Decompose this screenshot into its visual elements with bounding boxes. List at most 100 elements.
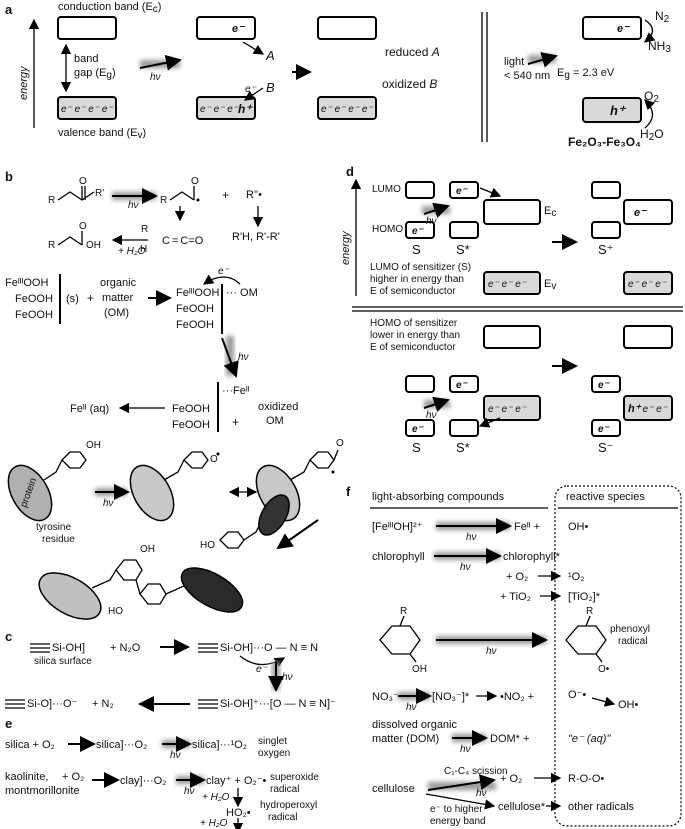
- hv-label-c: hν: [282, 672, 293, 683]
- hv-label-f2: hν: [460, 562, 471, 573]
- o2-label: O2: [644, 89, 659, 105]
- dom-label-2: matter (DOM): [372, 733, 439, 745]
- band-gap-label-2: gap (Eg): [74, 67, 116, 81]
- semiconductor-cb-d3: [483, 325, 541, 349]
- ketene-R: R: [141, 224, 148, 235]
- hydroxyl-radical-1: OH•: [568, 521, 589, 533]
- oxide-radical: O⁻•: [568, 689, 586, 701]
- electron-from-B-arrow: [243, 87, 264, 101]
- water-oxidation-arrow: [644, 99, 656, 129]
- oxidized-om-1: oxidized: [258, 401, 298, 413]
- coupling-arrow: [276, 519, 319, 550]
- panel-label-e: e: [5, 716, 12, 731]
- clay-o2-complex: clay]···O₂: [120, 775, 166, 787]
- hv-label-f1: hν: [466, 532, 477, 543]
- Splus-lumo: [591, 181, 621, 199]
- fe-oxide-hole: h⁺: [610, 103, 627, 118]
- oxide-protonation-arrow: [591, 696, 616, 707]
- vb-electrons-d2: e⁻ e⁻ e⁻: [628, 279, 667, 290]
- valence-band-box-2: [196, 96, 256, 120]
- phenol-OH-bond: [409, 653, 417, 663]
- d-text2-line1: HOMO of sensitizer: [370, 318, 458, 329]
- phenoxyl-label-1: phenoxyl: [610, 624, 650, 635]
- fe-oxide-electron: e⁻: [617, 23, 630, 35]
- singlet-label-2: oxygen: [258, 748, 290, 759]
- n2-label: N2: [655, 9, 670, 25]
- Sminus-lumo: [591, 375, 621, 393]
- vb-electrons-d1: e⁻ e⁻ e⁻: [488, 279, 527, 290]
- light-label-2: < 540 nm: [504, 70, 550, 82]
- acid-OH: OH: [86, 240, 101, 251]
- d-text1-line1: LUMO of sensitizer (S): [370, 262, 471, 273]
- silica-surface-lines-2: [198, 643, 218, 653]
- Sminus-homo: [591, 419, 621, 437]
- S-label: S: [412, 242, 421, 257]
- electron-to-A-arrow: [242, 41, 265, 55]
- d-text2-line2: lower in energy than: [370, 330, 460, 341]
- tyrosyl-ring-2: [309, 451, 335, 469]
- protein-ellipse: [7, 464, 53, 522]
- no2-radical: •NO₂ +: [500, 691, 534, 703]
- hv-label-b1: hν: [128, 200, 139, 211]
- dimer-linker-1: [91, 569, 117, 589]
- semiconductor-cb-d1: [483, 199, 541, 225]
- reduced-A-label: reduced A: [385, 45, 440, 59]
- reduced-feooh-1: FeOOH: [172, 403, 210, 415]
- phenoxyl-ring: [565, 625, 607, 655]
- conduction-band-box-2: [196, 16, 256, 40]
- superoxide-product: clay⁺ + O₂⁻•: [206, 775, 267, 787]
- acid-structure: [57, 236, 83, 246]
- dom-label-1: dissolved organic: [372, 719, 457, 731]
- reactant-A: A: [265, 48, 275, 63]
- keto-bond: [333, 449, 339, 461]
- hv-glow-f6: [428, 782, 496, 790]
- Sstar-homo: [449, 221, 479, 239]
- ev-label-d1: Ev: [544, 278, 556, 292]
- vb-hole-electrons: h⁺e⁻ e⁻: [628, 403, 668, 415]
- acyl-radical-structure: [169, 191, 195, 201]
- band-gap-label-1: band: [74, 53, 98, 65]
- hydroperoxyl-label-2: radical: [268, 812, 297, 823]
- d-text2-line3: E of semiconductor: [370, 342, 456, 353]
- semiconductor-vb-d4: [623, 395, 673, 421]
- conduction-band-label: conduction band (Ec): [58, 1, 161, 15]
- S2star-lumo: [449, 375, 479, 393]
- panel-f: f light-absorbing compounds reactive spe…: [346, 484, 682, 827]
- hv-arrow-b2: [221, 337, 239, 378]
- fe2-product: Feᴵᴵ +: [514, 521, 540, 533]
- S2-label: S: [412, 440, 421, 455]
- plus-n2o: + N₂O: [110, 642, 141, 654]
- complex-feooh-2: FeOOH: [176, 303, 214, 315]
- hv-label-e2: hν: [184, 786, 195, 797]
- ketone-Rp: R': [95, 188, 104, 199]
- valence-electrons-1: e⁻ e⁻ e⁻ e⁻: [61, 104, 113, 115]
- Sstar-label: S*: [456, 242, 470, 257]
- chlorophyll-excited: chlorophyll*: [503, 551, 561, 563]
- tyrosyl-linker-1: [163, 459, 185, 481]
- panel-a: a conduction band (Ec) energy e⁻ e⁻ e⁻ e…: [5, 1, 671, 149]
- feooh-3: FeOOH: [15, 309, 53, 321]
- acyl-R: R: [160, 195, 167, 206]
- dimer-protein-2: [180, 567, 244, 613]
- hv-label-f5: hν: [460, 744, 471, 755]
- reactant-B: B: [266, 80, 275, 95]
- fe-oxide-valence-box: [582, 97, 642, 123]
- dimer-ring-1: [115, 559, 143, 581]
- fe-oxide-compound-label: Fe₂O₃-Fe₃O₄: [568, 135, 641, 149]
- semiconductor-vb-d3: [483, 395, 541, 421]
- tyrosyl-protein-1: [129, 464, 175, 522]
- protonation-label: + H₂O: [202, 792, 230, 803]
- hv-arrow-d1: [423, 202, 450, 219]
- clay-plus-o2: + O₂: [62, 771, 84, 783]
- plus-b1: +: [222, 188, 229, 202]
- siloxy-product: Si-O]···O⁻: [27, 698, 78, 710]
- silica-surface-lines-1: [30, 643, 50, 653]
- tyrosine-2-HO: HO: [200, 540, 215, 551]
- cellulose-plus-o2: + O₂: [500, 773, 522, 785]
- panel-e: e silica + O₂ silica]···O₂ hν silica]···…: [5, 716, 319, 829]
- silica-singlet-complex: silica]···¹O₂: [192, 739, 247, 751]
- acyl-radical-dot: [196, 198, 200, 202]
- dimer-protein-1: [38, 572, 102, 620]
- cellulose-excited: cellulose*: [498, 801, 546, 813]
